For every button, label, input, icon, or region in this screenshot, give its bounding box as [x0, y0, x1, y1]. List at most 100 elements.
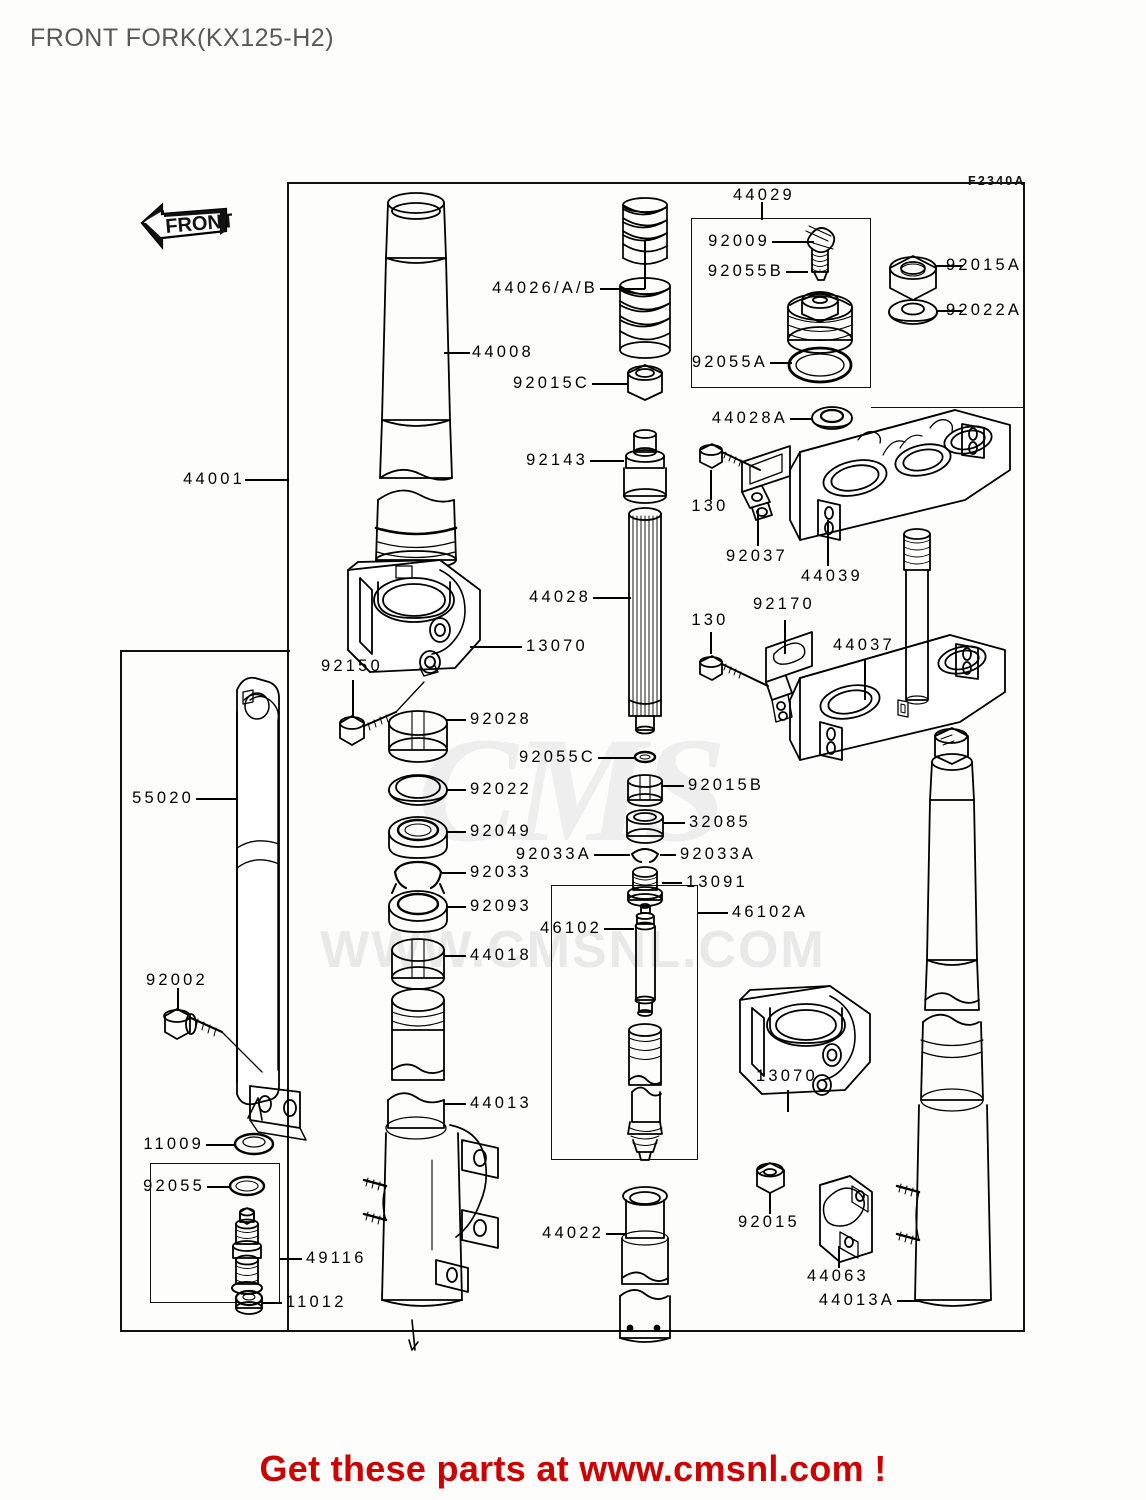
callout-92009: 92009 — [708, 232, 770, 250]
callout-44018: 44018 — [470, 946, 532, 964]
leader-92055A — [770, 362, 792, 364]
callout-92049: 92049 — [470, 822, 532, 840]
callout-92022: 92022 — [470, 780, 532, 798]
leader-44063 — [838, 1246, 840, 1268]
callout-92150: 92150 — [321, 657, 383, 675]
callout-49116: 49116 — [306, 1249, 367, 1267]
leader-92022A — [937, 310, 963, 312]
sheet-code: F2340A — [968, 174, 1026, 188]
callout-46102A: 46102A — [732, 903, 809, 921]
leader-92143 — [590, 460, 624, 462]
callout-92033A-left: 92033A — [515, 845, 592, 863]
leader-92055B — [786, 271, 808, 273]
leader-46102 — [604, 928, 634, 930]
page-title: FRONT FORK(KX125-H2) — [30, 24, 335, 52]
leader-92022 — [446, 789, 466, 791]
leader-92093 — [446, 906, 466, 908]
leader-92028 — [446, 719, 466, 721]
callout-44063: 44063 — [807, 1267, 869, 1285]
callout-11009: 11009 — [143, 1135, 204, 1153]
leader-44037 — [864, 660, 866, 700]
leader-44039 — [827, 520, 829, 566]
leader-92009 — [772, 241, 814, 243]
callout-13070-lower: 13070 — [756, 1067, 818, 1085]
callout-92015A: 92015A — [946, 256, 1023, 274]
leader-44018 — [444, 955, 466, 957]
leader-92055 — [207, 1186, 229, 1188]
callout-44001: 44001 — [183, 470, 245, 488]
leader-130bot — [710, 632, 712, 654]
callout-13070-upper: 13070 — [526, 637, 588, 655]
leader-92015 — [769, 1192, 771, 1214]
callout-92055A: 92055A — [691, 353, 768, 371]
leader-55020 — [196, 798, 238, 800]
leader-92150 — [352, 680, 354, 718]
callout-92037: 92037 — [726, 547, 788, 565]
callout-44013: 44013 — [470, 1094, 532, 1112]
leader-92033 — [442, 872, 466, 874]
promo-banner: Get these parts at www.cmsnl.com ! — [259, 1448, 887, 1489]
callout-44022: 44022 — [542, 1224, 604, 1242]
leader-44029-v — [761, 202, 763, 220]
callout-92015C: 92015C — [513, 374, 590, 392]
leader-11012 — [262, 1302, 282, 1304]
leader-92015B — [662, 785, 684, 787]
callout-44028: 44028 — [529, 588, 591, 606]
callout-92022A: 92022A — [946, 301, 1023, 319]
callout-92033A-right: 92033A — [680, 845, 757, 863]
callout-92015B: 92015B — [688, 776, 765, 794]
leader-92049 — [446, 831, 466, 833]
leader-32085 — [663, 822, 685, 824]
leader-92015C — [592, 383, 628, 385]
callout-130-top: 130 — [691, 497, 729, 515]
leader-92037 — [757, 510, 759, 546]
leader-92033A-r — [660, 854, 676, 856]
leader-44013A — [897, 1300, 921, 1302]
callout-92055B: 92055B — [707, 262, 784, 280]
callout-92170: 92170 — [753, 595, 815, 613]
leader-92033A-l — [594, 854, 630, 856]
leader-92002 — [177, 988, 179, 1010]
callout-92033: 92033 — [470, 863, 532, 881]
inset-frame-44029 — [691, 218, 871, 388]
callout-32085: 32085 — [689, 813, 751, 831]
leader-92055C — [598, 757, 634, 759]
callout-130-bot: 130 — [691, 611, 729, 629]
leader-13070up — [470, 646, 522, 648]
leader-44028 — [593, 597, 631, 599]
leader-44013 — [444, 1103, 466, 1105]
callout-55020: 55020 — [132, 789, 194, 807]
front-arrow-badge: FRONT — [140, 202, 232, 251]
callout-92093: 92093 — [470, 897, 532, 915]
callout-13091: 13091 — [686, 873, 748, 891]
leader-44008 — [444, 352, 470, 354]
callout-44029: 44029 — [733, 186, 795, 204]
leader-44028A — [790, 418, 812, 420]
callout-44028A: 44028A — [711, 409, 788, 427]
main-frame-lower-left — [120, 650, 290, 1332]
callout-92143: 92143 — [526, 451, 588, 469]
callout-92055: 92055 — [143, 1177, 205, 1195]
callout-92055C: 92055C — [519, 748, 596, 766]
inset-frame-49116 — [150, 1163, 280, 1303]
callout-44037: 44037 — [833, 636, 895, 654]
watermark-logo: CMS — [417, 707, 727, 873]
callout-92015: 92015 — [738, 1213, 800, 1231]
inset-frame-top-right — [871, 218, 1025, 408]
leader-11009 — [206, 1144, 234, 1146]
callout-46102: 46102 — [540, 919, 602, 937]
leader-130top — [710, 470, 712, 500]
callout-44008: 44008 — [472, 343, 534, 361]
callout-44013A: 44013A — [818, 1291, 895, 1309]
leader-92015A — [936, 265, 962, 267]
callout-92028: 92028 — [470, 710, 532, 728]
svg-text:FRONT: FRONT — [165, 210, 232, 238]
leader-49116 — [280, 1258, 302, 1260]
leader-44001 — [245, 479, 289, 481]
inset-frame-46102A — [551, 885, 698, 1160]
leader-13070lo — [787, 1090, 789, 1112]
callout-44039: 44039 — [801, 567, 863, 585]
leader-92170 — [784, 620, 786, 654]
leader-44022 — [606, 1233, 626, 1235]
